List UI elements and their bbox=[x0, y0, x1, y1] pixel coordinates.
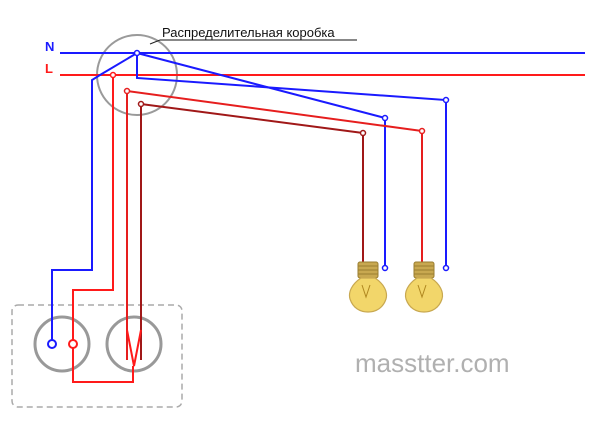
junction-node bbox=[109, 71, 117, 79]
junction-node bbox=[137, 100, 145, 108]
switched-wire-lamp-2 bbox=[126, 89, 423, 360]
watermark: masstter.com bbox=[355, 348, 510, 378]
lamp-2 bbox=[404, 261, 444, 313]
title-leader-line bbox=[149, 39, 161, 45]
switched-wire-lamp-1 bbox=[140, 102, 364, 360]
switch-terminal-neutral bbox=[47, 339, 57, 349]
switch-contact bbox=[126, 329, 142, 367]
neutral-label: N bbox=[45, 39, 54, 54]
wire-node bbox=[418, 127, 426, 135]
switch-plate-outline bbox=[11, 304, 183, 408]
switch-terminal-live bbox=[68, 339, 78, 349]
junction-node bbox=[123, 87, 131, 95]
wire-node bbox=[442, 264, 450, 272]
bulb-icon bbox=[348, 277, 388, 313]
wire-node bbox=[381, 264, 389, 272]
lamp-1 bbox=[348, 261, 388, 313]
neutral-wire-lamp-1 bbox=[136, 52, 386, 268]
live-wire-to-switch bbox=[72, 75, 134, 383]
wire-node bbox=[359, 129, 367, 137]
switch-key-1 bbox=[33, 315, 91, 373]
wire-node bbox=[381, 114, 389, 122]
junction-box-title: Распределительная коробка bbox=[162, 25, 335, 40]
junction-node bbox=[133, 49, 141, 57]
live-label: L bbox=[45, 61, 53, 76]
bulb-icon bbox=[404, 277, 444, 313]
neutral-wire-lamp-2 bbox=[136, 53, 447, 268]
feed-wire-to-switch bbox=[51, 52, 138, 344]
wire-node bbox=[442, 96, 450, 104]
